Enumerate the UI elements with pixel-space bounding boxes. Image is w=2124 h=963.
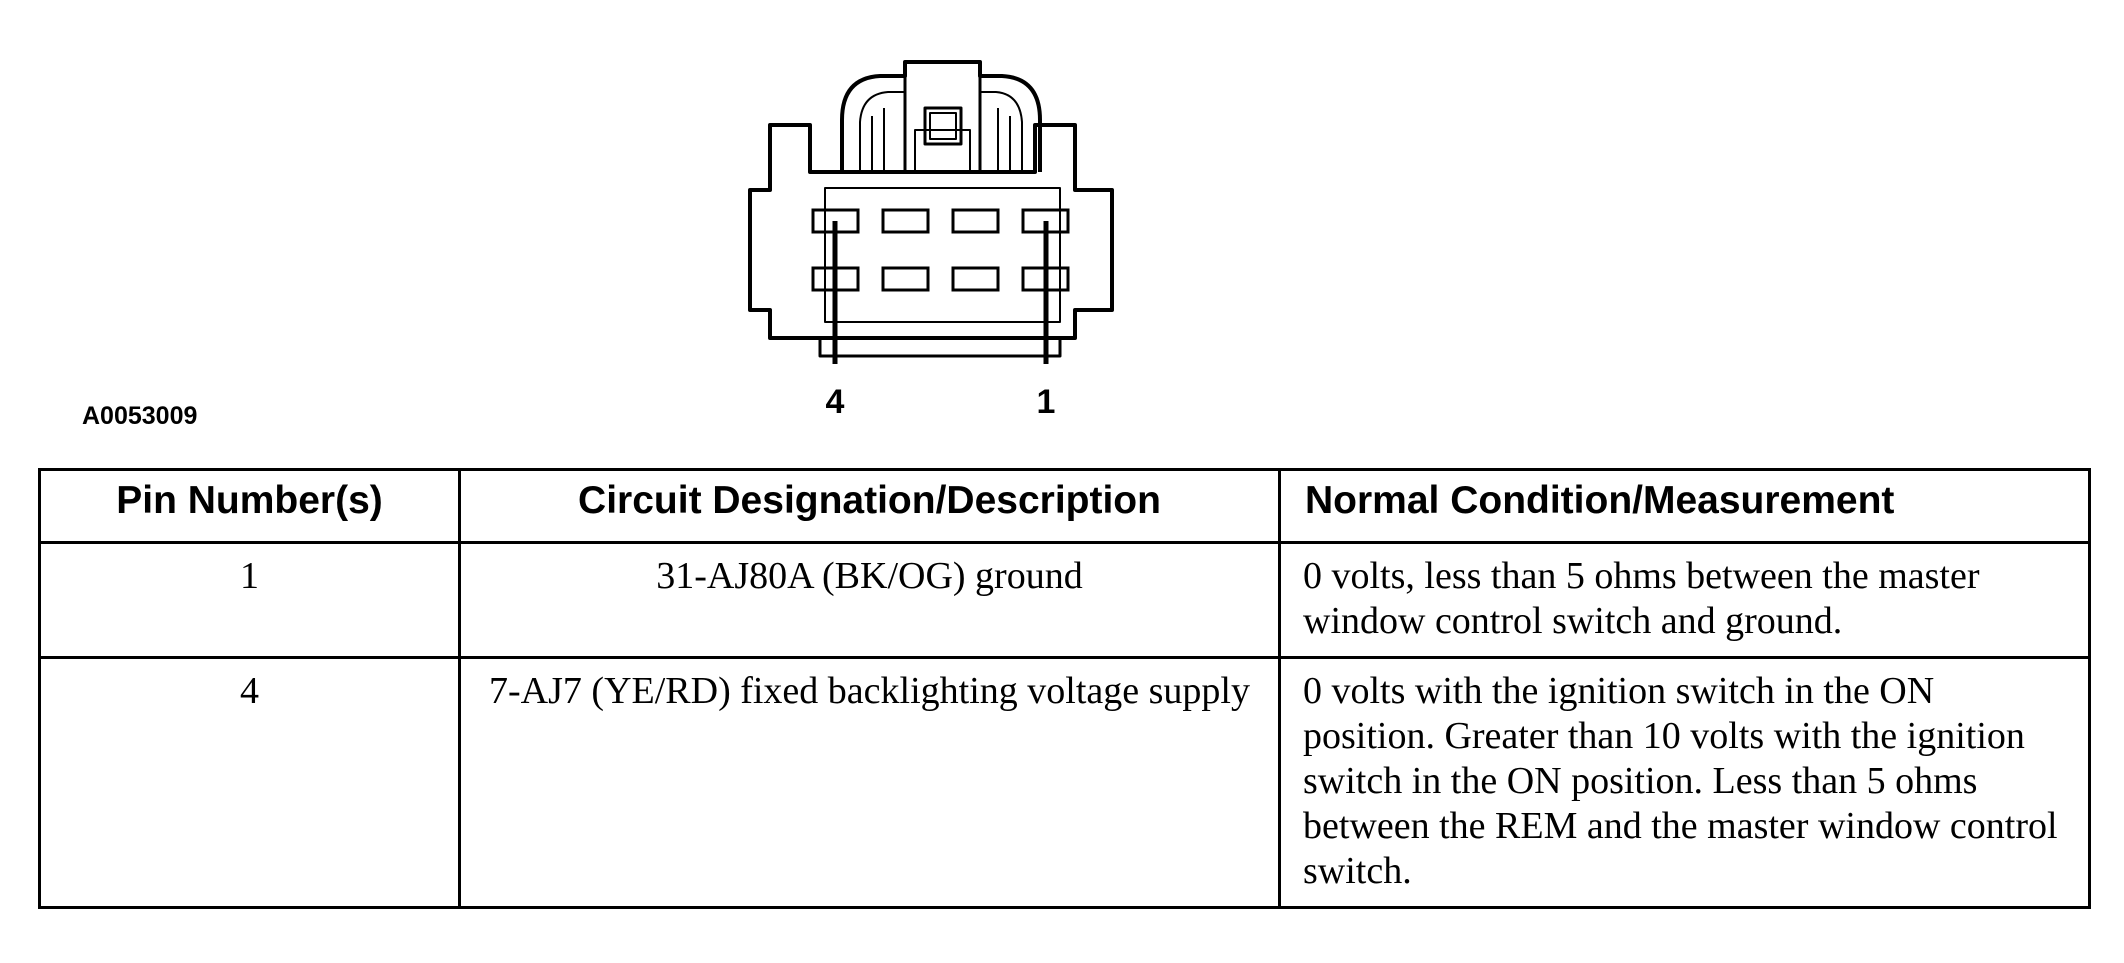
cell-circuit: 31-AJ80A (BK/OG) ground xyxy=(458,541,1281,659)
table-header-row: Pin Number(s) Circuit Designation/Descri… xyxy=(38,468,2091,544)
figure-id: A0053009 xyxy=(82,402,197,430)
cell-pin: 4 xyxy=(38,656,461,909)
header-pin-number: Pin Number(s) xyxy=(38,468,461,544)
cell-measurement: 0 volts, less than 5 ohms between the ma… xyxy=(1278,541,2091,659)
table-row: 1 31-AJ80A (BK/OG) ground 0 volts, less … xyxy=(38,541,2091,659)
cell-circuit: 7-AJ7 (YE/RD) fixed backlighting voltage… xyxy=(458,656,1281,909)
pin-leader-lines xyxy=(832,221,1049,364)
cell-pin: 1 xyxy=(38,541,461,659)
terminal-cavities xyxy=(811,208,1070,292)
header-circuit-designation: Circuit Designation/Description xyxy=(458,468,1281,544)
cell-measurement: 0 volts with the ignition switch in the … xyxy=(1278,656,2091,909)
pin-table: Pin Number(s) Circuit Designation/Descri… xyxy=(38,468,2091,909)
table-row: 4 7-AJ7 (YE/RD) fixed backlighting volta… xyxy=(38,656,2091,909)
header-normal-condition: Normal Condition/Measurement xyxy=(1278,468,2091,544)
pin-label-4: 4 xyxy=(826,383,845,421)
connector-diagram: 4 1 A0053009 xyxy=(82,60,1114,430)
connector-body xyxy=(748,60,1114,358)
pin-label-1: 1 xyxy=(1037,383,1056,421)
